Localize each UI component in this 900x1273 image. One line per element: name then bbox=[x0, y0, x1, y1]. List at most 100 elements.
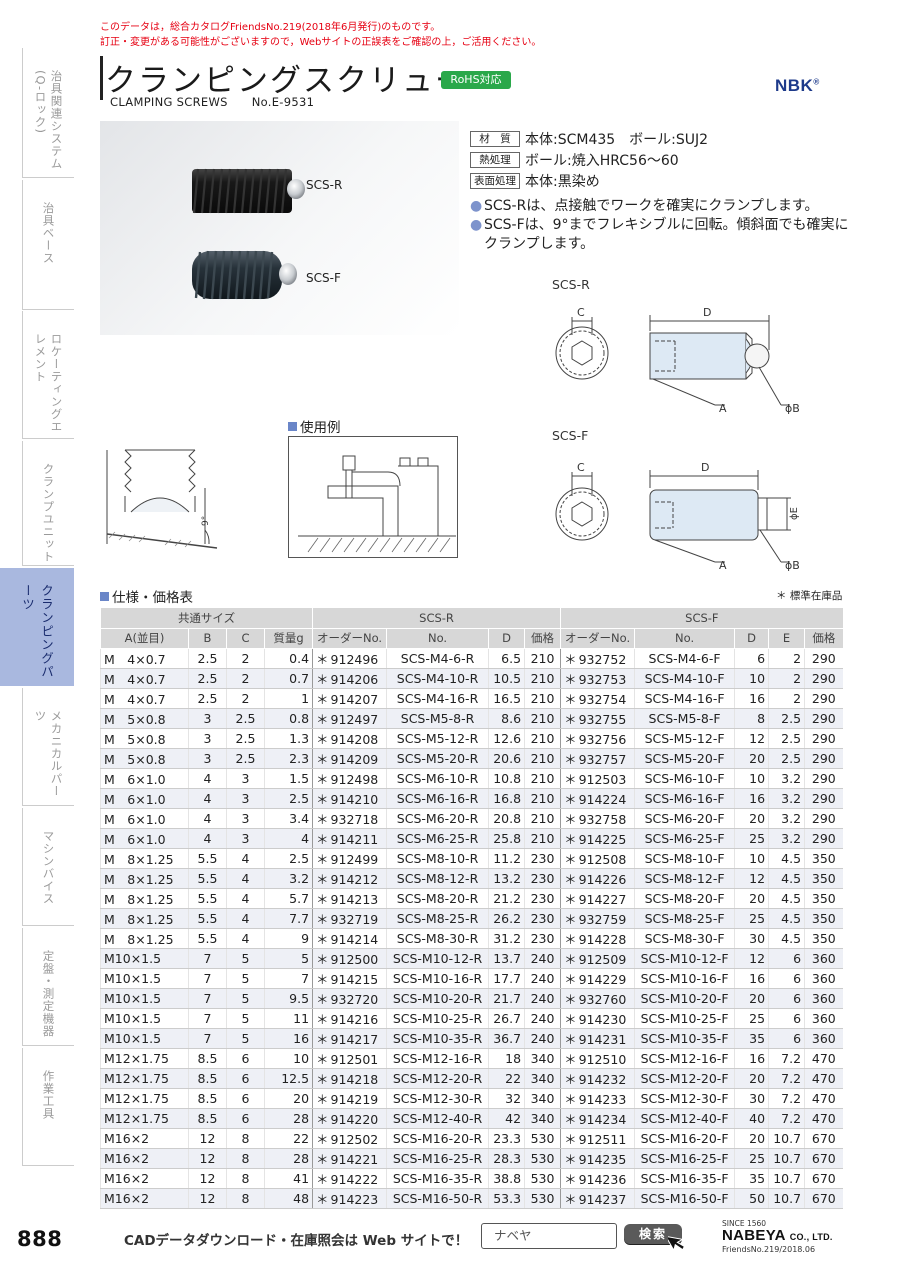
order-number[interactable]: 914216 bbox=[330, 1011, 379, 1027]
order-number[interactable]: 912502 bbox=[330, 1131, 379, 1147]
order-number[interactable]: 912501 bbox=[330, 1051, 379, 1067]
stock-mark: ＊ bbox=[316, 1091, 329, 1107]
order-number[interactable]: 932759 bbox=[578, 911, 627, 927]
sidebar-tab-8[interactable]: 定盤・測定機器 bbox=[22, 928, 74, 1046]
order-number[interactable]: 932720 bbox=[330, 991, 379, 1007]
table-cell: SCS-M5-20-F bbox=[634, 748, 735, 769]
table-cell: SCS-M8-25-F bbox=[634, 908, 735, 929]
order-number[interactable]: 914235 bbox=[578, 1151, 627, 1167]
order-number[interactable]: 914222 bbox=[330, 1171, 379, 1187]
table-cell: 6 bbox=[226, 1068, 265, 1089]
search-input[interactable]: ナベヤ bbox=[481, 1223, 617, 1249]
order-number[interactable]: 914234 bbox=[578, 1111, 627, 1127]
stock-mark: ＊ bbox=[564, 1191, 577, 1207]
table-cell: 290 bbox=[804, 788, 843, 809]
order-number[interactable]: 914207 bbox=[330, 691, 379, 707]
order-number[interactable]: 914223 bbox=[330, 1191, 379, 1207]
order-number[interactable]: 914233 bbox=[578, 1091, 627, 1107]
sidebar-tab-2[interactable]: 治具ベース bbox=[22, 180, 74, 310]
table-cell: 230 bbox=[524, 868, 561, 889]
sidebar-tab-label: ロケーティングエレメント bbox=[33, 333, 64, 433]
order-number[interactable]: 932760 bbox=[578, 991, 627, 1007]
order-number[interactable]: 914217 bbox=[330, 1031, 379, 1047]
stock-mark: ＊ bbox=[564, 691, 577, 707]
table-cell: 2.5 bbox=[188, 688, 227, 709]
order-number[interactable]: 914206 bbox=[330, 671, 379, 687]
table-cell: 290 bbox=[804, 648, 843, 669]
stock-mark: ＊ bbox=[316, 1111, 329, 1127]
order-number[interactable]: 912509 bbox=[578, 951, 627, 967]
order-number[interactable]: 914227 bbox=[578, 891, 627, 907]
table-cell: 21.7 bbox=[488, 988, 525, 1009]
order-number-cell: ＊914232 bbox=[560, 1068, 635, 1089]
order-number[interactable]: 914237 bbox=[578, 1191, 627, 1207]
order-number[interactable]: 932754 bbox=[578, 691, 627, 707]
order-number[interactable]: 932753 bbox=[578, 671, 627, 687]
table-cell: SCS-M8-20-F bbox=[634, 888, 735, 909]
order-number[interactable]: 932718 bbox=[330, 811, 379, 827]
order-number[interactable]: 912496 bbox=[330, 651, 379, 667]
order-number[interactable]: 914232 bbox=[578, 1071, 627, 1087]
stock-mark: ＊ bbox=[564, 711, 577, 727]
order-number[interactable]: 932757 bbox=[578, 751, 627, 767]
table-cell: 2 bbox=[226, 668, 265, 689]
order-number[interactable]: 932758 bbox=[578, 811, 627, 827]
order-number[interactable]: 914211 bbox=[330, 831, 379, 847]
sidebar-tab-9[interactable]: 作業工具 bbox=[22, 1048, 74, 1166]
order-number[interactable]: 914212 bbox=[330, 871, 379, 887]
order-number[interactable]: 914209 bbox=[330, 751, 379, 767]
order-number[interactable]: 914221 bbox=[330, 1151, 379, 1167]
order-number[interactable]: 914224 bbox=[578, 791, 627, 807]
order-number[interactable]: 932752 bbox=[578, 651, 627, 667]
table-cell: 2.5 bbox=[768, 708, 805, 729]
order-number-cell: ＊912498 bbox=[312, 768, 387, 789]
usage-example-heading: 使用例 bbox=[288, 416, 341, 436]
order-number[interactable]: 912500 bbox=[330, 951, 379, 967]
order-number[interactable]: 912503 bbox=[578, 771, 627, 787]
order-number[interactable]: 932719 bbox=[330, 911, 379, 927]
order-number[interactable]: 914230 bbox=[578, 1011, 627, 1027]
stock-mark: ＊ bbox=[316, 1071, 329, 1087]
order-number[interactable]: 914219 bbox=[330, 1091, 379, 1107]
table-cell: M10×1.5 bbox=[100, 968, 189, 989]
order-number[interactable]: 912510 bbox=[578, 1051, 627, 1067]
order-number[interactable]: 912499 bbox=[330, 851, 379, 867]
order-number[interactable]: 932755 bbox=[578, 711, 627, 727]
sidebar-tab-6[interactable]: メカニカルパーツ bbox=[22, 688, 74, 806]
order-number[interactable]: 914231 bbox=[578, 1031, 627, 1047]
sidebar-tab-7[interactable]: マシンバイス bbox=[22, 808, 74, 926]
sidebar-tab-4[interactable]: クランプユニット bbox=[22, 441, 74, 566]
order-number[interactable]: 914228 bbox=[578, 931, 627, 947]
table-cell: SCS-M12-40-F bbox=[634, 1108, 735, 1129]
order-number[interactable]: 914225 bbox=[578, 831, 627, 847]
order-number[interactable]: 912497 bbox=[330, 711, 379, 727]
sidebar-tab-label: 治具ベース bbox=[41, 202, 56, 265]
order-number[interactable]: 914214 bbox=[330, 931, 379, 947]
table-cell: SCS-M6-10-R bbox=[386, 768, 489, 789]
order-number[interactable]: 912508 bbox=[578, 851, 627, 867]
stock-mark: ＊ bbox=[564, 1171, 577, 1187]
order-number[interactable]: 914220 bbox=[330, 1111, 379, 1127]
order-number[interactable]: 914215 bbox=[330, 971, 379, 987]
column-header: No. bbox=[634, 628, 735, 649]
sidebar-tab-5[interactable]: クランピングパーツ bbox=[0, 568, 74, 686]
table-cell: 30 bbox=[734, 928, 769, 949]
sidebar-tab-3[interactable]: ロケーティングエレメント bbox=[22, 311, 74, 439]
stock-mark: ＊ bbox=[316, 811, 329, 827]
order-number[interactable]: 912511 bbox=[578, 1131, 627, 1147]
order-number[interactable]: 914208 bbox=[330, 731, 379, 747]
order-number[interactable]: 914226 bbox=[578, 871, 627, 887]
table-cell: 2.5 bbox=[768, 728, 805, 749]
order-number[interactable]: 914218 bbox=[330, 1071, 379, 1087]
title-bar bbox=[100, 56, 103, 100]
order-number[interactable]: 914210 bbox=[330, 791, 379, 807]
order-number[interactable]: 914236 bbox=[578, 1171, 627, 1187]
sidebar-tab-1[interactable]: 治具関連システム(Q-ロック) bbox=[22, 48, 74, 178]
order-number[interactable]: 914213 bbox=[330, 891, 379, 907]
order-number[interactable]: 914229 bbox=[578, 971, 627, 987]
order-number[interactable]: 932756 bbox=[578, 731, 627, 747]
dim-b-label: ϕB bbox=[785, 402, 800, 415]
order-number[interactable]: 912498 bbox=[330, 771, 379, 787]
